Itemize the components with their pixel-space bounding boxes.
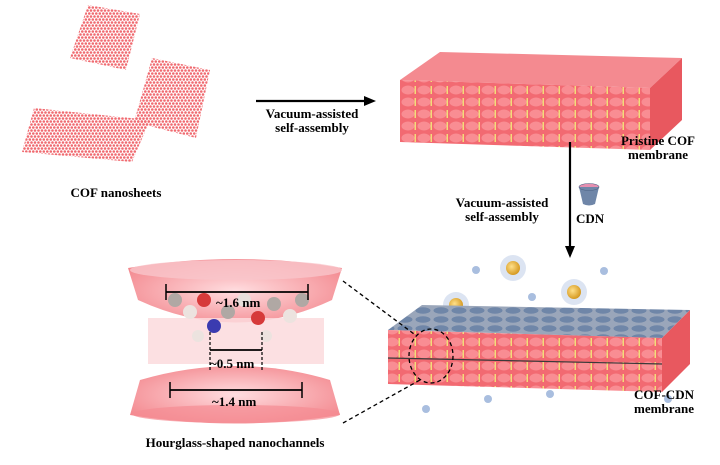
label-step1-line1: Vacuum-assisted: [265, 106, 359, 121]
label-step2-line1: Vacuum-assisted: [455, 195, 549, 210]
measure-middle-label: ~0.5 nm: [210, 356, 255, 371]
label-cof-cdn: COF-CDN membrane: [620, 388, 708, 415]
label-pristine-line2: membrane: [628, 146, 688, 162]
water-molecule-icons: [422, 266, 672, 413]
label-cof-nanosheets: COF nanosheets: [70, 185, 162, 200]
cof-nanosheets-illustration: [22, 5, 210, 162]
measure-bottom-label: ~1.4 nm: [212, 394, 257, 409]
nanosheet-3: [22, 108, 150, 162]
nanosheet-1: [70, 5, 140, 70]
hourglass-nanochannel-illustration: [128, 259, 342, 424]
arrow-right-icon: [256, 96, 376, 106]
label-step2: Vacuum-assisted self-assembly: [440, 196, 564, 223]
measure-bottom: [169, 382, 303, 398]
cof-cdn-membrane-illustration: [387, 305, 690, 392]
arrow-down-icon: [565, 142, 575, 258]
cdn-particle: [561, 279, 587, 305]
label-hourglass: Hourglass-shaped nanochannels: [145, 435, 325, 450]
label-cdn: CDN: [576, 211, 605, 226]
truncated-cone-icon: [578, 183, 600, 206]
measure-top: [165, 284, 309, 300]
label-cofcdn-line1: COF-CDN: [634, 387, 694, 402]
label-step1: Vacuum-assisted self-assembly: [246, 107, 378, 134]
zoom-indicator: [342, 280, 454, 424]
label-step1-line2: self-assembly: [275, 119, 349, 135]
nanosheet-2: [134, 58, 210, 138]
label-pristine-cof: Pristine COF membrane: [604, 134, 712, 161]
ball-and-stick-molecule-icon: [168, 293, 309, 342]
measure-middle: [209, 332, 263, 372]
pristine-cof-membrane-illustration: [400, 52, 682, 150]
label-pristine-line1: Pristine COF: [620, 133, 695, 148]
label-step2-line2: self-assembly: [465, 208, 539, 224]
measure-top-label: ~1.6 nm: [216, 295, 261, 310]
cdn-particle: [500, 255, 526, 281]
label-cofcdn-line2: membrane: [634, 400, 694, 416]
